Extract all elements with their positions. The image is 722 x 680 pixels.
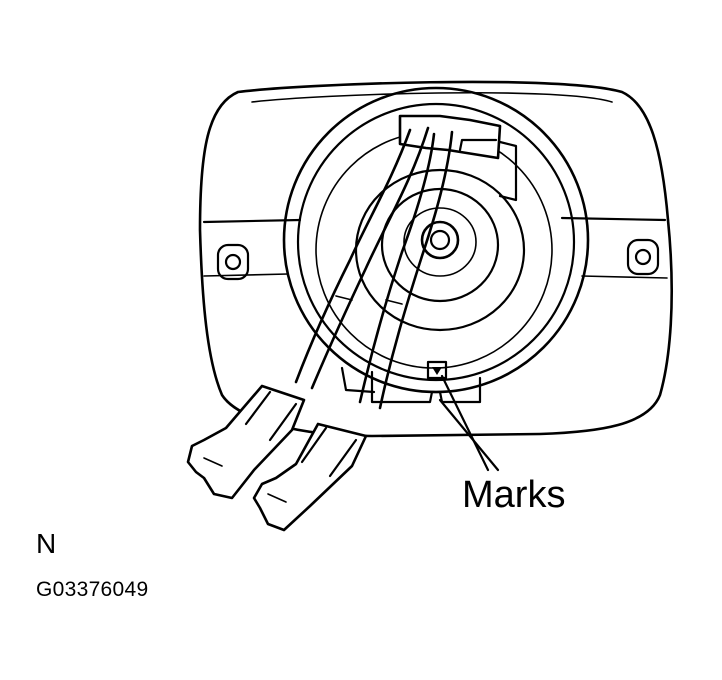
view-letter-label: N xyxy=(36,528,57,559)
connector-plug-right xyxy=(252,422,368,532)
housing-inner-edge xyxy=(251,91,613,103)
connector-tab xyxy=(458,138,498,152)
connector-side-bracket xyxy=(498,140,518,202)
alignment-mark-box xyxy=(426,360,448,380)
marks-label: Marks xyxy=(462,474,566,516)
divider-line-right xyxy=(560,216,667,222)
alignment-mark-triangle xyxy=(432,367,442,375)
wire-harness xyxy=(294,126,454,410)
spiral-cable-ring-2 xyxy=(296,102,576,382)
top-connector-block xyxy=(398,114,502,160)
connector-plug-left xyxy=(186,384,306,500)
leader-line-1 xyxy=(440,374,490,472)
lower-bracket-left xyxy=(340,366,376,394)
rotor-inner xyxy=(403,207,477,277)
mounting-hole-left xyxy=(216,243,250,281)
steering-housing xyxy=(198,80,673,438)
divider-line-right-lower xyxy=(581,275,668,279)
center-hub-hole xyxy=(429,229,451,251)
leader-line-2 xyxy=(438,398,500,472)
figure-code-label: G03376049 xyxy=(36,578,149,601)
center-hub xyxy=(420,220,460,260)
mounting-hole-right xyxy=(626,238,660,276)
rotor-mid xyxy=(380,187,500,303)
